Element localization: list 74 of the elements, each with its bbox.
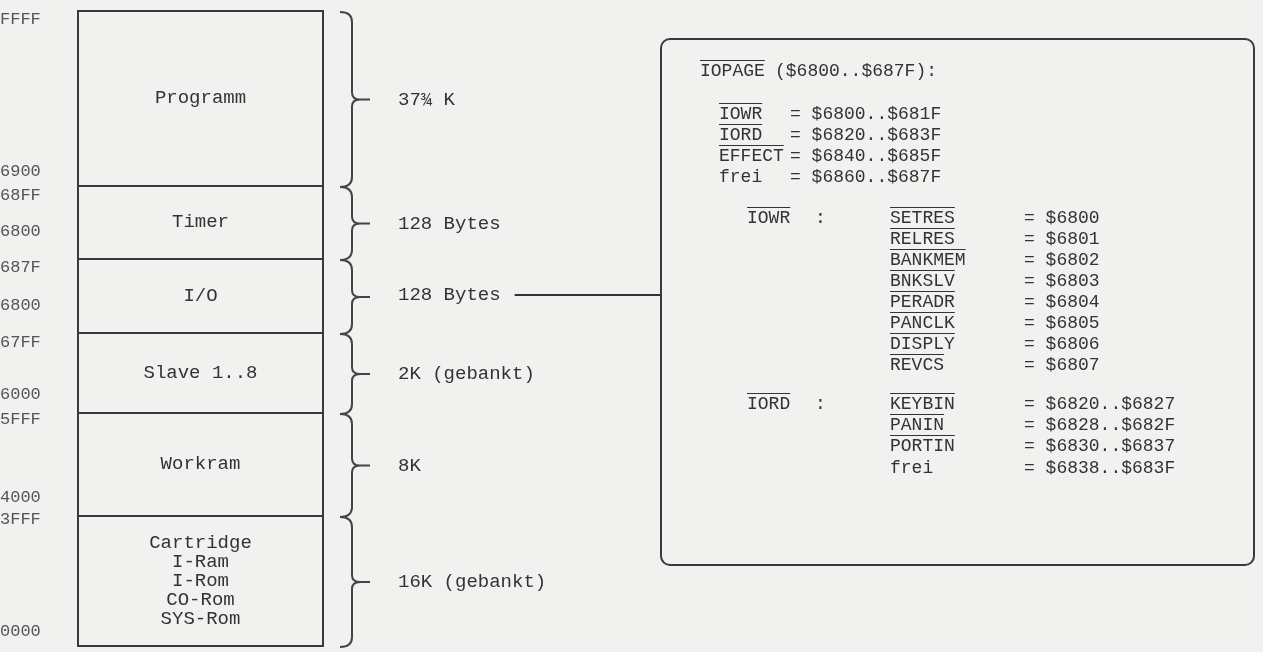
region-label: SYS-Rom	[160, 609, 241, 629]
address-label: 68FF	[0, 186, 41, 206]
size-label: 128 Bytes	[398, 284, 501, 306]
address-value: = $6803	[1024, 271, 1100, 292]
size-label: 8K	[398, 454, 421, 477]
signal-name: PORTIN	[890, 436, 955, 457]
address-value: = $6805	[1024, 313, 1100, 334]
address-range: = $6830..$6837	[1024, 436, 1176, 457]
signal-name: IORD	[747, 394, 791, 415]
address-range: ($6800..$687F):	[775, 61, 938, 82]
colon-separator: :	[815, 208, 826, 229]
connector-line	[513, 294, 661, 296]
memory-region	[77, 332, 324, 414]
address-label: 687F	[0, 258, 41, 278]
register-map-panel	[660, 38, 1255, 566]
address-range: = $6828..$682F	[1024, 415, 1176, 436]
signal-name: IOPAGE	[700, 61, 765, 82]
address-label: 0000	[0, 622, 41, 642]
signal-name: PERADR	[890, 292, 955, 313]
address-range: = $6820..$6827	[1024, 394, 1176, 415]
address-label: 4000	[0, 488, 41, 508]
address-label: 6900	[0, 162, 41, 182]
address-label: 5FFF	[0, 410, 41, 430]
address-value: = $6807	[1024, 355, 1100, 376]
address-label: 67FF	[0, 333, 41, 353]
region-label: CO-Rom	[166, 590, 235, 610]
size-label: 128 Bytes	[398, 212, 501, 235]
register-name: frei	[719, 167, 763, 188]
address-value: = $6802	[1024, 250, 1100, 271]
signal-name: EFFECT	[719, 146, 784, 167]
size-label: 16K (gebankt)	[398, 571, 547, 593]
signal-name: BNKSLV	[890, 271, 955, 292]
signal-name: IOWR	[719, 104, 763, 125]
signal-name: IOWR	[747, 208, 791, 229]
address-label: 3FFF	[0, 510, 41, 530]
signal-name: SETRES	[890, 208, 955, 229]
region-label: Timer	[172, 213, 229, 232]
signal-name: DISPLY	[890, 334, 955, 355]
address-label: 6000	[0, 385, 41, 405]
address-range: = $6840..$685F	[790, 146, 942, 167]
signal-name: IORD	[719, 125, 763, 146]
address-label: FFFF	[0, 10, 41, 30]
memory-region	[77, 515, 324, 647]
memory-region	[77, 10, 324, 187]
address-value: = $6801	[1024, 229, 1100, 250]
colon-separator: :	[815, 394, 826, 415]
region-label: I-Rom	[172, 571, 229, 591]
address-value: = $6806	[1024, 334, 1100, 355]
signal-name: PANCLK	[890, 313, 955, 334]
region-label: Slave 1..8	[143, 363, 258, 383]
address-label: 6800	[0, 296, 41, 316]
region-label: Cartridge	[149, 533, 252, 553]
address-range: = $6860..$687F	[790, 167, 942, 188]
signal-name: REVCS	[890, 355, 944, 376]
memory-region	[77, 258, 324, 334]
signal-name: BANKMEM	[890, 250, 966, 271]
address-value: = $6804	[1024, 292, 1100, 313]
region-label: I/O	[183, 286, 218, 306]
memory-region	[77, 185, 324, 260]
register-name: frei	[890, 458, 934, 479]
signal-name: PANIN	[890, 415, 944, 436]
region-label: Programm	[154, 89, 247, 108]
region-label: Workram	[160, 455, 241, 474]
memory-region	[77, 412, 324, 517]
size-label: 37¾ K	[398, 88, 455, 111]
region-label: I-Ram	[172, 552, 229, 572]
address-range: = $6800..$681F	[790, 104, 942, 125]
address-value: = $6800	[1024, 208, 1100, 229]
address-label: 6800	[0, 222, 41, 242]
signal-name: RELRES	[890, 229, 955, 250]
address-range: = $6838..$683F	[1024, 458, 1176, 479]
address-range: = $6820..$683F	[790, 125, 942, 146]
signal-name: KEYBIN	[890, 394, 955, 415]
size-label: 2K (gebankt)	[398, 363, 535, 385]
